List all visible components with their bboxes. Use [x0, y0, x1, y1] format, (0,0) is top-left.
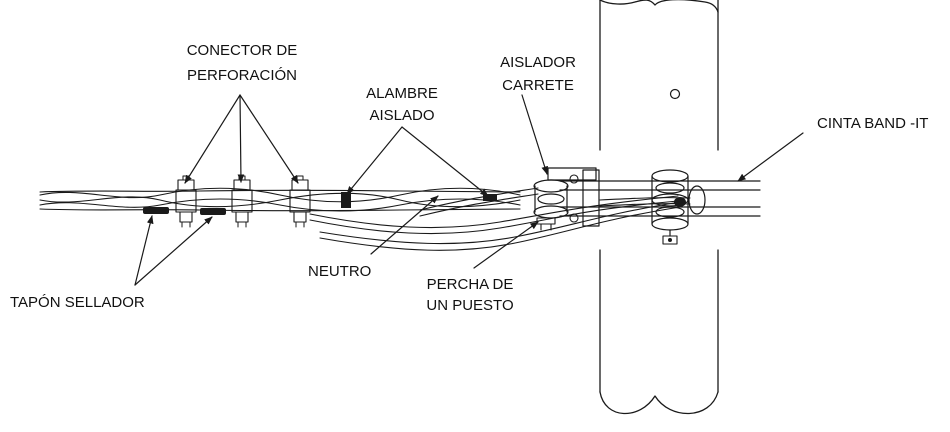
sealing-cap-2: [200, 208, 226, 215]
label-conector-line1: CONECTOR DE: [187, 42, 298, 59]
insulated-wires: [309, 187, 691, 251]
label-alambre-line1: ALAMBRE: [366, 85, 438, 102]
label-conector-line2: PERFORACIÓN: [187, 67, 297, 84]
label-percha-line1: PERCHA DE: [427, 276, 514, 293]
leader-arrows: [134, 94, 804, 286]
label-aislador-line1: AISLADOR: [500, 54, 576, 71]
piercing-connector-2: [231, 175, 253, 228]
label-percha-line2: UN PUESTO: [426, 297, 513, 314]
insulation-tape-left: [341, 192, 351, 208]
label-tapon: TAPÓN SELLADOR: [10, 294, 145, 311]
piercing-connector-1: [175, 175, 197, 228]
label-aislador-line2: CARRETE: [502, 77, 574, 94]
label-cinta: CINTA BAND -IT: [817, 115, 928, 132]
spool-insulator-right: [651, 169, 706, 245]
piercing-connector-3: [289, 175, 311, 228]
label-neutro: NEUTRO: [308, 263, 371, 280]
sealing-cap-1: [143, 207, 169, 214]
insulation-tape-right: [483, 194, 497, 201]
label-alambre-line2: AISLADO: [369, 107, 434, 124]
twisted-cable-bundle: [39, 187, 521, 212]
pole: [599, 0, 719, 415]
pole-hole: [669, 88, 681, 100]
